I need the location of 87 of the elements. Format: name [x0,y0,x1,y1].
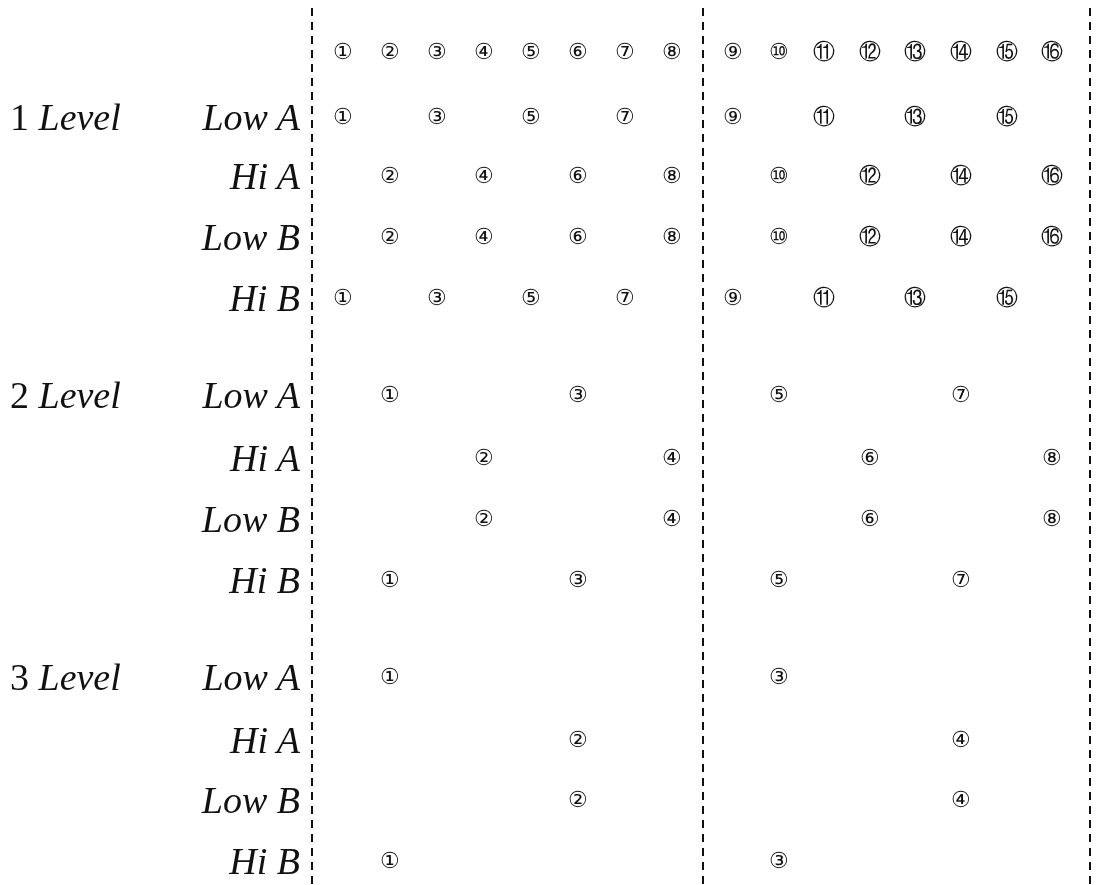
slot-number: ⑤ [521,106,541,128]
slot-number: ⑥ [859,508,880,530]
column-number: ⑭ [950,41,972,63]
slot-number: ⑫ [858,226,881,248]
level-label: 1 Level [10,98,121,136]
slot-number: ④ [951,729,971,751]
slot-number: ⑬ [904,106,927,128]
row-label: Hi B [229,561,300,599]
slot-number: ③ [568,384,588,406]
column-number: ⑮ [995,41,1018,63]
column-number: ⑩ [768,41,789,63]
column-number: ⑪ [813,41,836,63]
slot-number: ⑨ [723,287,743,309]
slot-number: ④ [662,508,682,530]
level-label: 3 Level [10,658,121,696]
row-label: Low A [202,658,300,696]
slot-number: ⑥ [568,165,588,187]
column-number: ⑤ [521,41,541,63]
slot-number: ⑧ [1042,508,1063,530]
row-label: Hi B [229,279,300,317]
slot-number: ⑧ [662,165,682,187]
slot-number: ③ [768,850,789,872]
row-label: Low B [201,500,300,538]
slot-number: ② [380,165,400,187]
slot-number: ② [568,729,588,751]
slot-number: ⑨ [723,106,743,128]
slot-number: ⑤ [768,569,789,591]
column-number: ⑨ [723,41,743,63]
row-label: Hi A [229,721,300,759]
slot-number: ⑦ [951,569,971,591]
slot-number: ⑫ [858,165,881,187]
slot-number: ⑦ [615,106,635,128]
column-number: ⑥ [568,41,588,63]
column-number: ② [380,41,400,63]
slot-number: ② [474,447,494,469]
slot-number: ⑬ [904,287,927,309]
slot-number: ⑧ [1042,447,1063,469]
slot-number: ⑯ [1041,226,1064,248]
slot-number: ⑭ [950,226,972,248]
slot-number: ⑦ [951,384,971,406]
slot-number: ⑯ [1041,165,1064,187]
slot-number: ① [380,850,400,872]
column-number: ① [333,41,353,63]
slot-number: ① [333,106,353,128]
slot-number: ⑦ [615,287,635,309]
slot-number: ⑮ [995,287,1018,309]
column-number: ④ [474,41,494,63]
slot-number: ① [380,384,400,406]
slot-number: ④ [474,226,494,248]
slot-number: ④ [474,165,494,187]
slot-number: ② [568,789,588,811]
slot-number: ⑧ [662,226,682,248]
slot-number: ⑭ [950,165,972,187]
slot-number: ⑩ [768,165,789,187]
row-label: Low B [201,218,300,256]
column-number: ⑯ [1041,41,1064,63]
slot-number: ③ [768,666,789,688]
slot-number: ④ [951,789,971,811]
slot-number: ⑤ [768,384,789,406]
column-number: ⑫ [858,41,881,63]
column-number: ③ [427,41,447,63]
slot-number: ⑩ [768,226,789,248]
slot-number: ① [333,287,353,309]
row-label: Hi B [229,842,300,880]
slot-number: ④ [662,447,682,469]
slot-number: ③ [427,106,447,128]
slot-number: ⑥ [568,226,588,248]
row-label: Low A [202,98,300,136]
row-label: Low A [202,376,300,414]
row-label: Hi A [229,439,300,477]
row-label: Hi A [229,157,300,195]
slot-number: ③ [427,287,447,309]
row-label: Low B [201,781,300,819]
slot-number: ⑮ [995,106,1018,128]
slot-number: ③ [568,569,588,591]
slot-number: ⑤ [521,287,541,309]
slot-number: ⑪ [813,106,836,128]
slot-number: ① [380,666,400,688]
slot-number: ② [474,508,494,530]
column-number: ⑬ [904,41,927,63]
column-number: ⑧ [662,41,682,63]
level-label: 2 Level [10,376,121,414]
slot-number: ① [380,569,400,591]
slot-number: ⑥ [859,447,880,469]
column-number: ⑦ [615,41,635,63]
slot-number: ② [380,226,400,248]
slot-number: ⑪ [813,287,836,309]
